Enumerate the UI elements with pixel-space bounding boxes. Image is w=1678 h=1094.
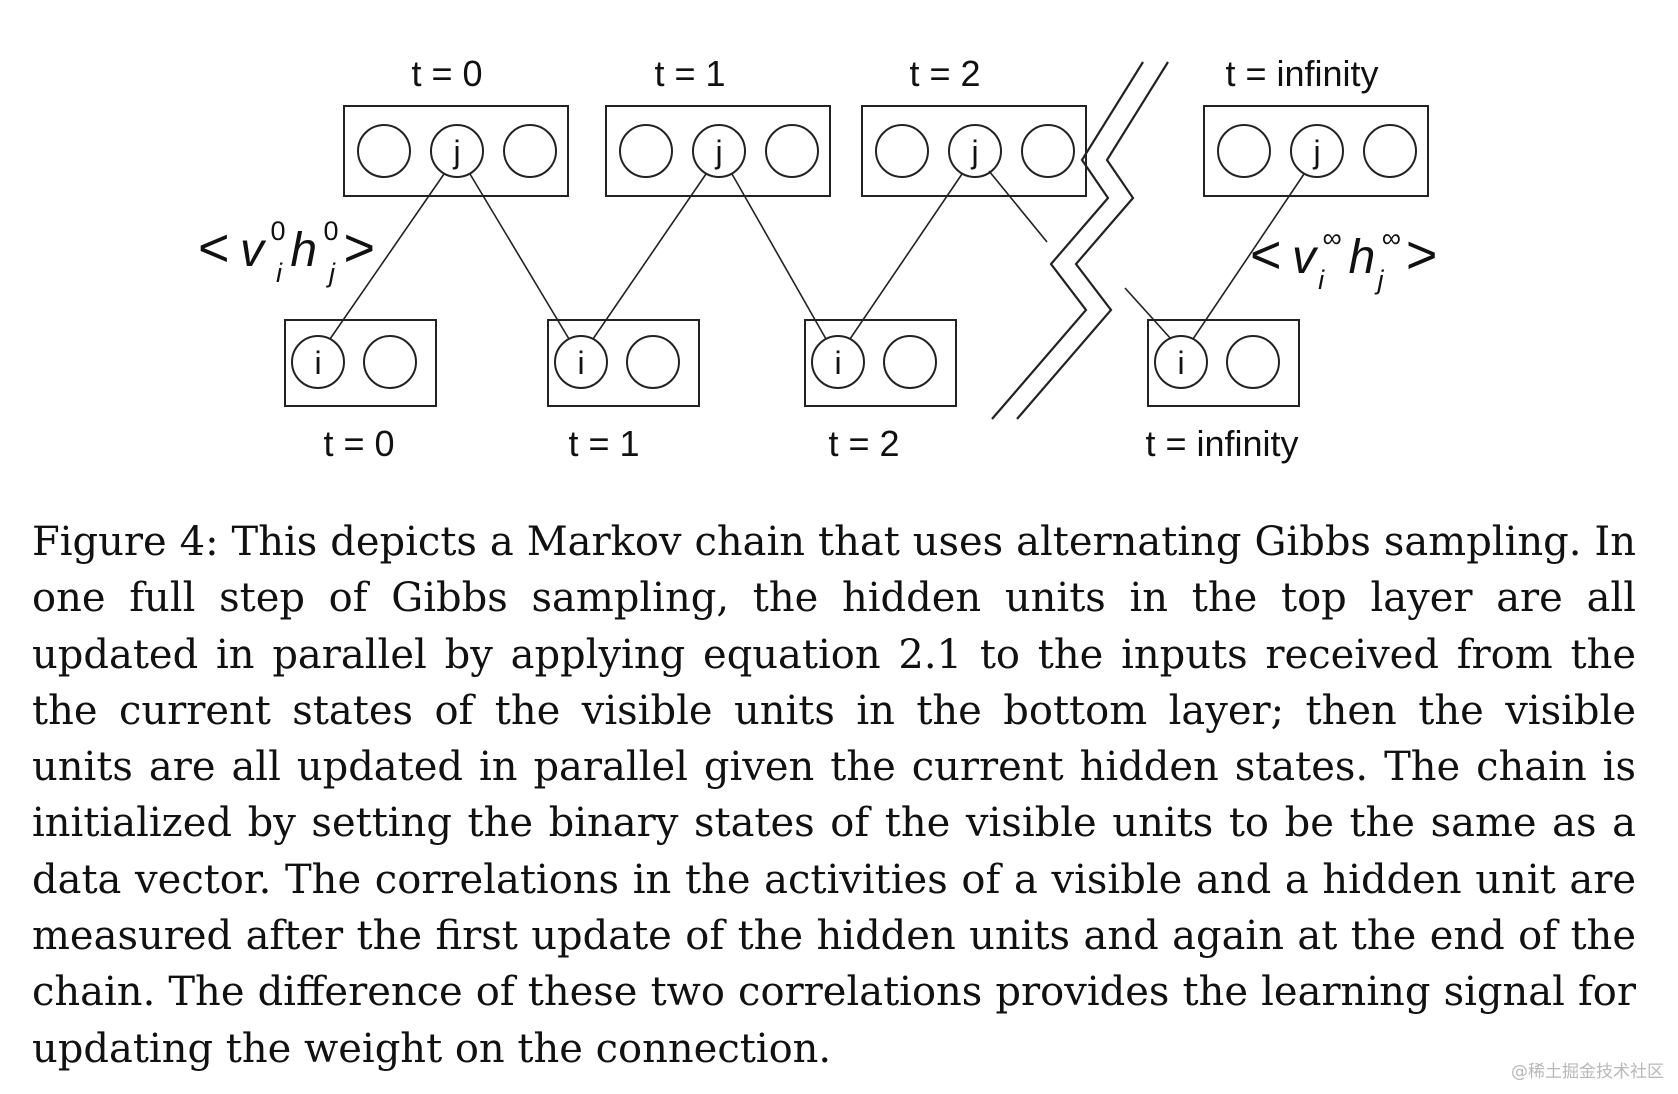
visible-layer-t1: i bbox=[547, 319, 700, 407]
end-correlation-label: < v ∞ i h ∞ j > bbox=[1250, 223, 1437, 295]
hidden-unit-j bbox=[1290, 124, 1344, 178]
visible-layer-tinf: i bbox=[1147, 319, 1300, 407]
svg-text:< v ∞ i: < v ∞ i h ∞ j > bbox=[1250, 223, 1437, 295]
chain-connections bbox=[329, 170, 1305, 340]
svg-text:< v 0 i: < v 0 i h 0 j > bbox=[198, 216, 375, 288]
hidden-unit-label: j bbox=[452, 134, 460, 170]
hidden-layer-t1: j bbox=[605, 105, 831, 197]
top-time-label-infinity: t = infinity bbox=[1225, 53, 1378, 94]
visible-unit-label: i bbox=[314, 345, 321, 381]
top-time-label-2: t = 2 bbox=[909, 53, 980, 94]
hidden-unit-label: j bbox=[1312, 134, 1320, 170]
top-time-label-0: t = 0 bbox=[411, 53, 482, 94]
bottom-time-label-1: t = 1 bbox=[568, 423, 639, 464]
figure-caption: Figure 4: This depicts a Markov chain th… bbox=[32, 519, 1636, 1072]
hidden-unit-label: j bbox=[714, 134, 722, 170]
hidden-layer-tinf: j bbox=[1203, 105, 1429, 197]
hidden-layer-t0: j bbox=[343, 105, 569, 197]
visible-unit-i bbox=[291, 335, 345, 389]
start-correlation-label: < v 0 i h 0 j > bbox=[198, 216, 375, 288]
bottom-time-label-infinity: t = infinity bbox=[1145, 423, 1298, 464]
visible-layer-t2: i bbox=[804, 319, 957, 407]
hidden-layer-t2: j bbox=[861, 105, 1087, 197]
visible-unit-label: i bbox=[577, 345, 584, 381]
visible-unit-i bbox=[1154, 335, 1208, 389]
hidden-unit-label: j bbox=[970, 134, 978, 170]
bottom-time-label-0: t = 0 bbox=[323, 423, 394, 464]
hidden-unit-j bbox=[430, 124, 484, 178]
top-time-label-1: t = 1 bbox=[654, 53, 725, 94]
bottom-time-label-2: t = 2 bbox=[828, 423, 899, 464]
hidden-unit-j bbox=[948, 124, 1002, 178]
visible-unit-i bbox=[554, 335, 608, 389]
watermark: @稀土掘金技术社区 bbox=[1511, 1062, 1664, 1082]
markov-chain-diagram: t = 0 t = 1 t = 2 t = infinity j j j j i bbox=[198, 53, 1437, 464]
visible-layer-t0: i bbox=[284, 319, 437, 407]
visible-unit-label: i bbox=[834, 345, 841, 381]
visible-unit-label: i bbox=[1177, 345, 1184, 381]
chain-break-symbol bbox=[991, 61, 1169, 420]
hidden-unit-j bbox=[692, 124, 746, 178]
visible-unit-i bbox=[811, 335, 865, 389]
